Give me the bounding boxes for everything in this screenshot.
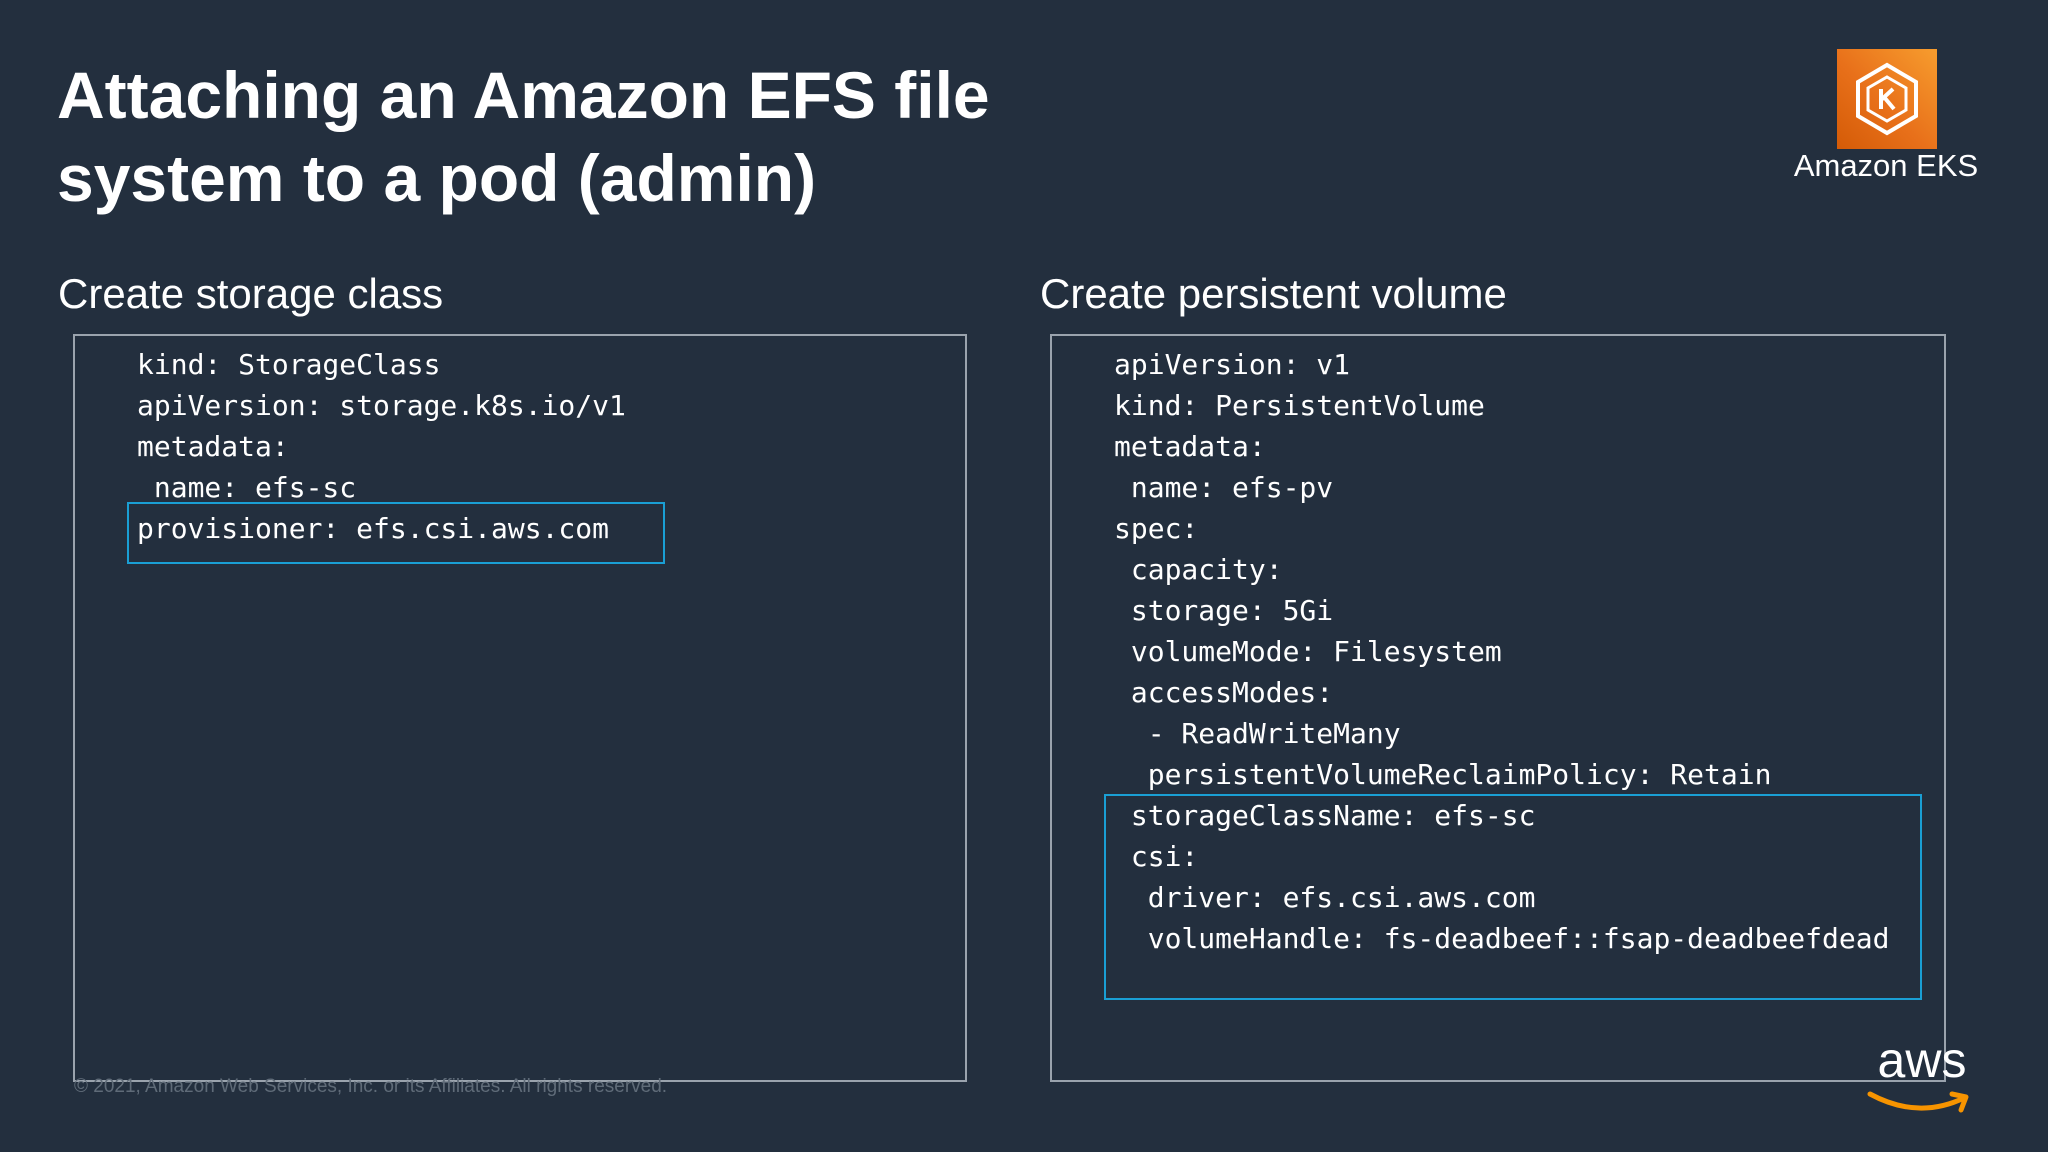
code-line-driver: driver: efs.csi.aws.com [1114, 881, 1536, 914]
storage-class-heading: Create storage class [58, 270, 444, 317]
code-line-storageclassname: storageClassName: efs-sc [1114, 799, 1536, 832]
aws-logo: aws [1866, 1032, 1978, 1118]
code-line-name: name: efs-pv [1114, 471, 1334, 504]
code-line-volumemode: volumeMode: Filesystem [1114, 635, 1502, 668]
storage-class-code-panel [73, 334, 967, 1082]
persistent-volume-code-panel [1050, 334, 1946, 1082]
eks-icon [1837, 49, 1937, 149]
slide-title-line-1: Attaching an Amazon EFS file [57, 58, 990, 132]
aws-smile-icon [1867, 1091, 1969, 1113]
code-line-kind: kind: PersistentVolume [1114, 389, 1485, 422]
code-line-metadata: metadata: [1114, 430, 1266, 463]
code-line-accessmodes: accessModes: [1114, 676, 1334, 709]
code-line-reclaimpolicy: persistentVolumeReclaimPolicy: Retain [1114, 758, 1772, 791]
code-line-provisioner: provisioner: efs.csi.aws.com [137, 512, 610, 545]
code-line-readwritemany: - ReadWriteMany [1114, 717, 1401, 750]
eks-hexagon-icon [1856, 62, 1918, 136]
amazon-eks-label: Amazon EKS [1793, 148, 1979, 183]
slide-title-line-2: system to a pod (admin) [57, 141, 817, 215]
amazon-eks-logo: Amazon EKS [1789, 38, 1983, 190]
code-line-csi: csi: [1114, 840, 1199, 873]
code-line-apiversion: apiVersion: v1 [1114, 348, 1351, 381]
code-line-metadata: metadata: [137, 430, 289, 463]
code-line-capacity: capacity: [1114, 553, 1283, 586]
code-line-kind: kind: StorageClass [137, 348, 441, 381]
storageclass-csi-highlight-box [1104, 794, 1922, 1000]
code-line-spec: spec: [1114, 512, 1199, 545]
persistent-volume-heading: Create persistent volume [1040, 270, 1507, 317]
code-line-storage: storage: 5Gi [1114, 594, 1334, 627]
provisioner-highlight-box [127, 502, 665, 564]
code-line-apiversion: apiVersion: storage.k8s.io/v1 [137, 389, 626, 422]
slide-title: Attaching an Amazon EFS file system to a… [57, 54, 990, 220]
copyright-notice: © 2021, Amazon Web Services, Inc. or its… [74, 1076, 668, 1097]
code-line-volumehandle: volumeHandle: fs-deadbeef::fsap-deadbeef… [1114, 922, 1890, 955]
aws-logo-text: aws [1877, 1032, 1967, 1088]
code-line-name: name: efs-sc [137, 471, 357, 504]
